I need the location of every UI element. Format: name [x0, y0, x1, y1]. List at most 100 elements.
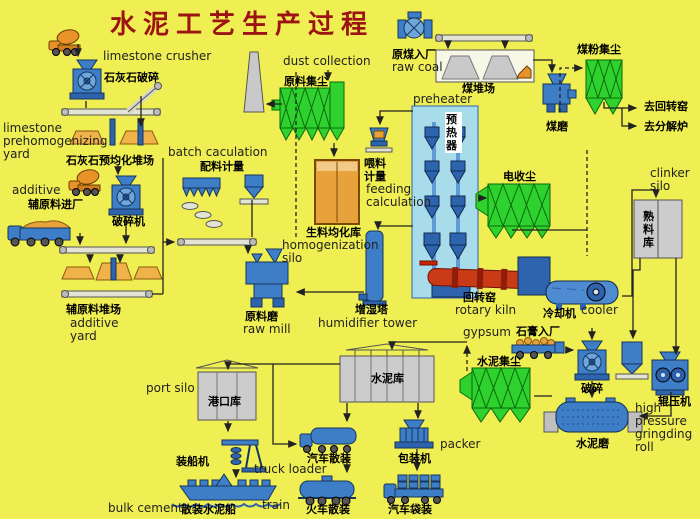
label-limestone-crusher-en: limestone crusher — [103, 49, 212, 63]
ep-dust-collector-icon — [475, 182, 551, 239]
label-truck-loader: truck loader — [254, 462, 327, 476]
label-crushing: 破碎 — [581, 382, 603, 395]
coal-mill-icon — [542, 73, 577, 113]
flow-lines — [74, 40, 680, 479]
label-port-silo-cn: 港口库 — [208, 395, 241, 408]
weigh-hopper-icon — [239, 174, 269, 205]
humidifier-tower-icon — [358, 230, 387, 306]
conveyor-icon — [61, 290, 153, 298]
label-truck-bagged: 汽车袋装 — [388, 503, 432, 516]
label-additive-cn: 辅原料进厂 — [28, 198, 83, 211]
surge-hopper-icon — [615, 341, 649, 380]
label-humidifier-cn: 增湿塔 — [355, 303, 388, 316]
chimney-icon — [243, 51, 265, 113]
label-ep: 电收尘 — [503, 170, 536, 183]
bulk-truck-icon — [299, 427, 357, 453]
label-ship-loader: 装船机 — [176, 455, 209, 468]
label-train: train — [262, 498, 290, 512]
coal-dust-collector-icon — [585, 58, 623, 116]
label-limestone-yard-en: limestone prehomogenizing yard — [3, 121, 108, 161]
additive-crusher-icon — [108, 175, 144, 216]
label-limestone-crusher-cn: 石灰石破碎 — [104, 71, 159, 84]
raw-mill-icon — [245, 248, 289, 308]
label-cement-silo: 水泥库 — [371, 372, 404, 385]
label-feeding-en: feeding calculation — [366, 182, 432, 209]
label-raw-coal-en: raw coal — [392, 60, 443, 74]
gypsum-truck-icon — [511, 337, 565, 359]
clinker-silo-icon — [633, 199, 683, 259]
label-coal-mill: 煤磨 — [546, 120, 568, 133]
additive-pile-icon — [61, 257, 163, 281]
cement-dust-collector-icon — [459, 366, 531, 423]
conveyor-icon — [59, 246, 155, 254]
label-dust-collection-en: dust collection — [283, 54, 371, 68]
additive-truck-icon — [7, 220, 72, 247]
label-preheater-en: preheater — [413, 92, 473, 106]
clinker-crusher-icon — [574, 340, 610, 381]
ship-loader-icon — [221, 439, 267, 473]
label-crusher-machine: 破碎机 — [112, 215, 145, 228]
port-silo-icon — [195, 359, 259, 421]
label-humidifier-en: humidifier tower — [318, 316, 418, 330]
additive-mixer-truck-icon — [68, 167, 101, 196]
label-packer-en: packer — [440, 437, 481, 451]
label-raw-mill-en: raw mill — [243, 322, 291, 336]
label-additive-yard-en: additive yard — [70, 316, 119, 343]
label-batch-en: batch caculation — [168, 145, 268, 159]
ship-unloader-icon — [397, 11, 433, 39]
conveyor-icon — [61, 82, 162, 116]
cement-mill-icon — [543, 397, 643, 433]
mixer-truck-icon — [48, 27, 81, 56]
label-cooler-cn: 冷却机 — [543, 307, 576, 320]
label-hpgr: high pressure gringding roll — [635, 401, 693, 454]
label-batch-cn: 配料计量 — [200, 160, 244, 173]
label-to-rotary-kiln: 去回转窑 — [644, 100, 688, 113]
label-cooler-en: cooler — [581, 303, 618, 317]
limestone-crusher-icon — [69, 59, 105, 100]
label-preheater-cn: 预热器 — [445, 112, 462, 153]
homogenization-silo-icon — [314, 159, 360, 225]
label-coal-dust: 煤粉集尘 — [577, 43, 621, 56]
roller-press-icon — [651, 351, 689, 396]
label-limestone-yard-cn: 石灰石预均化堆场 — [66, 154, 154, 167]
label-port-silo-en: port silo — [146, 381, 195, 395]
label-additive-en: additive — [12, 183, 61, 197]
page-title: 水泥工艺生产过程 — [110, 10, 375, 40]
label-clinker-silo-en: clinker silo — [650, 166, 690, 193]
label-roller-press: 辊压机 — [658, 395, 691, 408]
cement-silo-icon — [339, 343, 435, 403]
limestone-pile-icon — [69, 118, 159, 146]
batch-hoppers-icon — [181, 177, 223, 228]
rotary-kiln-icon — [427, 267, 531, 290]
conveyor-icon — [177, 238, 257, 246]
cooler-icon — [517, 256, 619, 310]
label-raw-coal-cn: 原煤入厂 — [392, 48, 436, 61]
label-rotary-kiln-en: rotary kiln — [455, 303, 517, 317]
ship-icon — [171, 473, 281, 508]
label-train-bulk: 火车散装 — [306, 503, 350, 516]
slide-bottom-edge — [0, 519, 700, 525]
train-car-icon — [298, 475, 356, 506]
label-homo-silo-en: homogenization silo — [282, 238, 379, 265]
label-dust-collection-cn: 原料集尘 — [284, 75, 328, 88]
bag-truck-icon — [383, 474, 444, 504]
label-to-calciner: 去分解炉 — [644, 120, 688, 133]
label-gypsum-cn: 石膏入厂 — [516, 325, 560, 338]
coal-yard-icon — [435, 49, 535, 83]
feeder-icon — [365, 127, 393, 153]
label-rotary-kiln-cn: 回转窑 — [463, 291, 496, 304]
label-cement-mill: 水泥磨 — [576, 437, 609, 450]
label-additive-yard-cn: 辅原料堆场 — [66, 303, 121, 316]
raw-dust-collector-icon — [271, 81, 345, 142]
label-clinker-silo-cn: 熟料库 — [643, 210, 654, 249]
label-packer-cn: 包装机 — [398, 452, 431, 465]
label-bulk-cement-cn: 散装水泥船 — [181, 503, 236, 516]
label-truck-bulk: 汽车散装 — [307, 452, 351, 465]
label-homo-silo-cn: 生料均化库 — [306, 226, 361, 239]
label-raw-mill-cn: 原料磨 — [245, 310, 278, 323]
conveyor-icon — [435, 34, 533, 42]
label-bulk-cement-en: bulk cement — [108, 501, 183, 515]
label-coal-yard: 煤堆场 — [462, 82, 495, 95]
